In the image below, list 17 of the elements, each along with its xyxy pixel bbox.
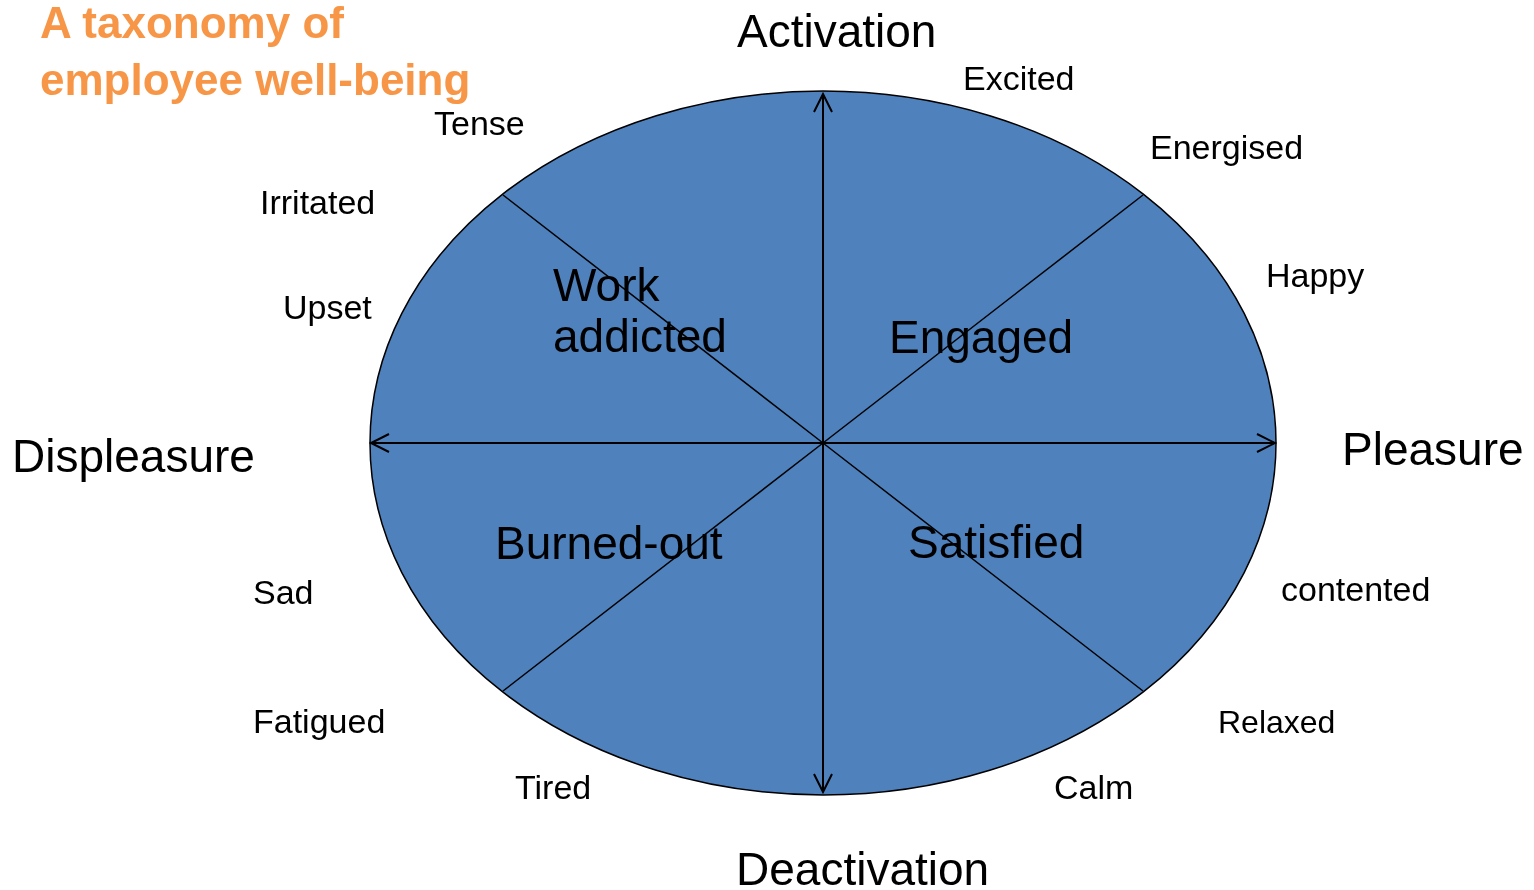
title: A taxonomy of employee well-being: [40, 0, 472, 107]
emotion-label: Tired: [515, 769, 592, 807]
emotion-label: Tense: [434, 105, 525, 143]
emotion-label: Excited: [963, 60, 1075, 98]
emotion-label: Happy: [1266, 257, 1365, 295]
emotion-label: Fatigued: [253, 703, 386, 741]
emotion-label: Calm: [1054, 769, 1134, 807]
axis-label: Deactivation: [736, 844, 990, 890]
axis-label: Displeasure: [12, 431, 255, 482]
emotion-label: Upset: [283, 289, 372, 327]
axis-label: Activation: [737, 6, 937, 57]
emotion-label: Relaxed: [1218, 705, 1336, 741]
emotion-label: Irritated: [260, 184, 376, 222]
emotion-label: Energised: [1150, 129, 1304, 167]
emotion-label: contented: [1281, 571, 1431, 609]
axis-label: Pleasure: [1342, 424, 1524, 475]
emotion-label: Sad: [253, 574, 314, 612]
